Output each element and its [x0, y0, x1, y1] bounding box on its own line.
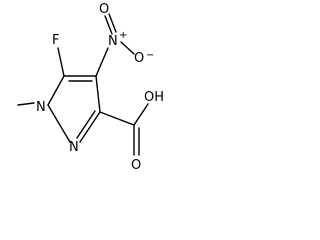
structure-diagram: F N N N + O O − O OH [17, 2, 164, 173]
bond-c5-f [57, 47, 65, 77]
bond-nitro-o-top-double [108, 13, 117, 33]
bond-n1-methyl [17, 102, 35, 106]
atom-ring-nitrogen-2: N [69, 140, 79, 155]
atom-carboxyl-oxygen: O [131, 158, 141, 173]
charge-minus: − [146, 50, 154, 61]
atom-nitro-oxygen-top: O [99, 2, 109, 17]
atom-carboxyl-hydroxyl: OH [144, 90, 164, 105]
bond-c4-nitro [95, 47, 109, 77]
bond-c5-n1 [47, 75, 65, 106]
bond-nitro-o-top [104, 15, 113, 35]
atom-nitro-oxygen-side: O [134, 51, 144, 66]
bond-carboxyl-oh [133, 103, 149, 126]
bond-c3-n2 [79, 111, 101, 143]
charge-plus: + [119, 30, 127, 41]
bond-c3-carboxyl [99, 111, 135, 126]
bond-nitro-o-side [120, 41, 135, 55]
bond-c3-n2-double [76, 110, 96, 139]
bond-n1-n2 [47, 104, 71, 143]
atom-nitro-nitrogen: N [108, 34, 118, 49]
bond-c4-c3 [95, 75, 101, 113]
atom-ring-nitrogen-1: N [36, 100, 46, 115]
atom-fluorine: F [52, 33, 59, 48]
